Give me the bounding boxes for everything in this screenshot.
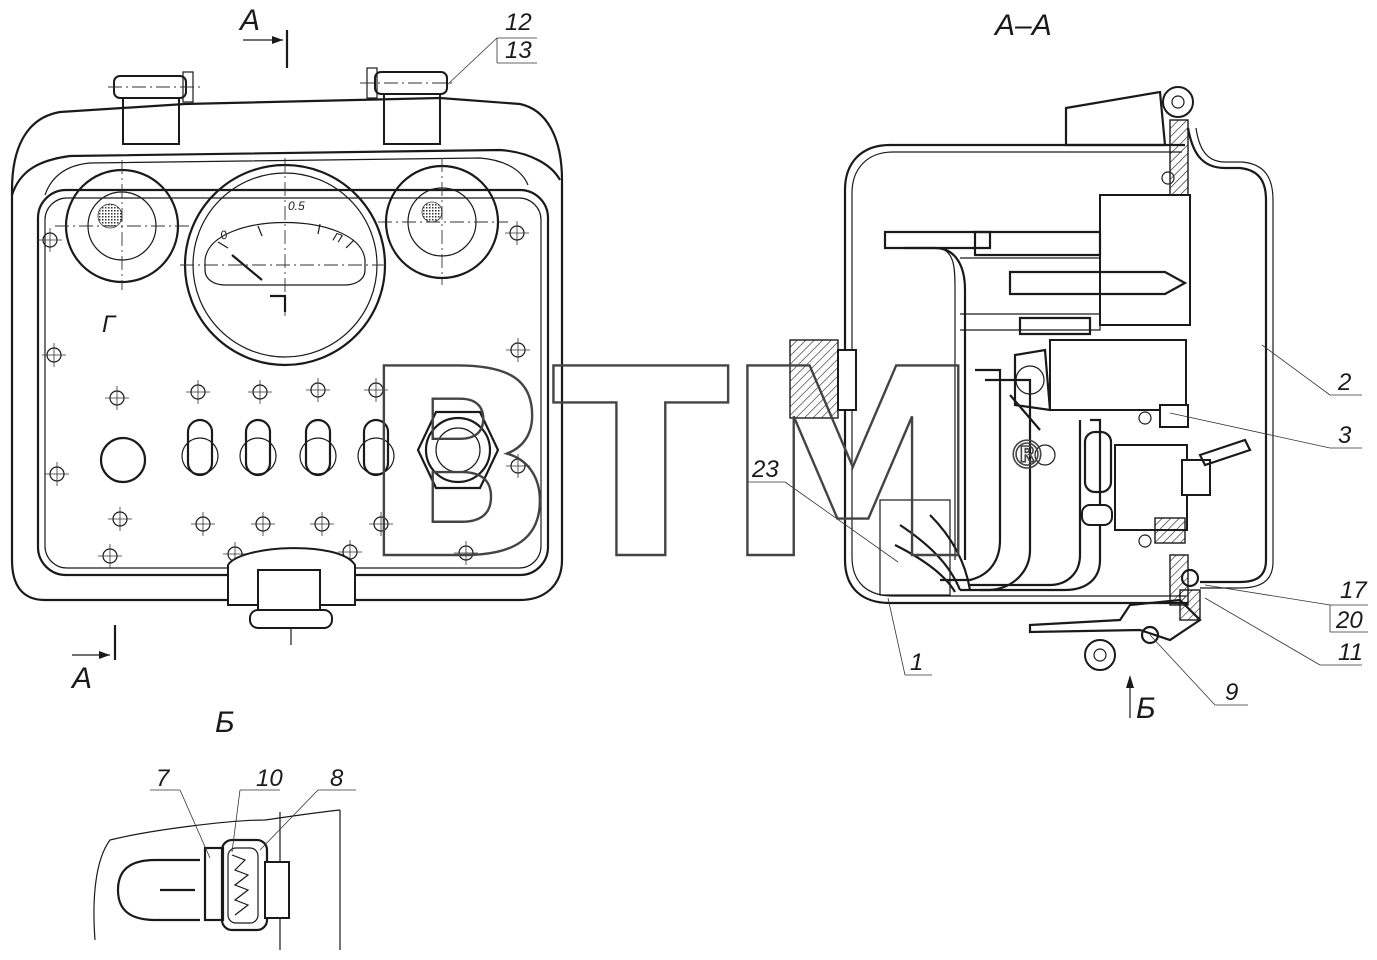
view-b-title: Б bbox=[215, 706, 235, 739]
callout-2: 2 bbox=[1261, 344, 1362, 396]
cable-bushing bbox=[789, 339, 839, 419]
pressure-gauge: 0 0.5 П bbox=[180, 158, 390, 367]
callout-23-label: 23 bbox=[751, 456, 779, 483]
indicator-lamp-right bbox=[378, 158, 508, 285]
section-view-a-a: А–А bbox=[748, 9, 1368, 725]
callout-11: 11 bbox=[1204, 597, 1363, 666]
section-title: А–А bbox=[993, 9, 1052, 42]
callout-9-label: 9 bbox=[1225, 679, 1238, 706]
callout-7-label: 7 bbox=[156, 765, 171, 792]
callout-3: 3 bbox=[1169, 412, 1362, 449]
lid bbox=[1186, 127, 1268, 584]
callout-3-label: 3 bbox=[1338, 422, 1352, 449]
hinge-left bbox=[108, 71, 200, 145]
callout-12: 12 bbox=[505, 9, 532, 36]
section-mark-top: А bbox=[238, 4, 260, 37]
callout-13: 13 bbox=[505, 37, 532, 64]
callout-1: 1 bbox=[887, 597, 932, 676]
section-mark-bottom: А bbox=[70, 662, 92, 695]
round-button bbox=[99, 436, 147, 484]
callout-10-label: 10 bbox=[256, 765, 283, 792]
callout-9: 9 bbox=[1149, 634, 1248, 706]
callout-20-label: 20 bbox=[1335, 607, 1363, 634]
callout-17-20: 17 20 bbox=[1204, 577, 1368, 634]
callout-8-label: 8 bbox=[330, 765, 344, 792]
panel-mark-g: Г bbox=[102, 311, 117, 338]
bottom-latch bbox=[227, 547, 356, 645]
gauge-label-min: 0 bbox=[218, 227, 229, 243]
latch-section bbox=[1028, 568, 1202, 671]
front-view: 0 0.5 П Г bbox=[10, 4, 564, 695]
callout-23: 23 bbox=[748, 456, 899, 563]
toggle-switches bbox=[181, 418, 395, 477]
view-arrow-b: Б bbox=[1136, 692, 1156, 725]
callout-1-label: 1 bbox=[910, 649, 923, 676]
gauge-label-mid: 0.5 bbox=[288, 199, 305, 213]
callout-11-label: 11 bbox=[1338, 639, 1363, 666]
watermark: BTM ® bbox=[359, 314, 1047, 618]
indicator-lamp-left bbox=[55, 160, 190, 290]
gauge-label-max: П bbox=[331, 230, 344, 246]
view-b: Б 7 10 8 bbox=[93, 706, 356, 950]
callout-17-label: 17 bbox=[1340, 577, 1368, 604]
watermark-registered: ® bbox=[1008, 433, 1046, 477]
section-marks: А А bbox=[70, 4, 289, 695]
callout-12-13: 12 13 bbox=[446, 9, 537, 86]
housing-outer bbox=[10, 96, 564, 602]
callout-2-label: 2 bbox=[1337, 369, 1351, 396]
hinge-right bbox=[360, 67, 455, 145]
cable-gland bbox=[416, 410, 500, 490]
watermark-text: BTM bbox=[360, 315, 976, 617]
